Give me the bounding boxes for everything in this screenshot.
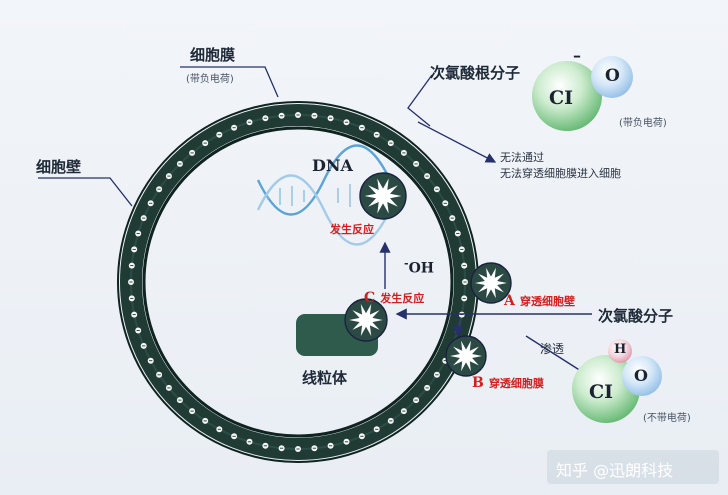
note-line-2: 无法穿透细胞膜进入细胞 — [500, 167, 621, 180]
note-line-1: 无法通过 — [500, 151, 544, 164]
step-b-letter: B — [472, 375, 484, 391]
step-b-text: 穿透细胞膜 — [488, 377, 544, 390]
watermark: 知乎 @迅朗科技 — [556, 461, 674, 480]
step-a-letter: A — [504, 293, 515, 309]
negative-charge-dots — [128, 112, 468, 452]
hypochlorite-ion-label: 次氯酸根分子 — [430, 64, 521, 82]
leader-lines — [38, 66, 433, 207]
hydroxide-sup: - — [404, 257, 409, 270]
membrane-charge-label: (带负电荷) — [186, 74, 234, 85]
step-a-label: A 穿透细胞壁 — [504, 290, 575, 309]
step-b-label: B 穿透细胞膜 — [472, 372, 544, 391]
wall-label: 细胞壁 — [36, 158, 82, 176]
reaction-c-label: C 发生反应 — [364, 287, 424, 306]
ion-minus-sign: – — [573, 46, 581, 65]
membrane-label: 细胞膜 — [190, 46, 236, 64]
burst-dna — [359, 172, 407, 220]
ion-cl-text: CI — [549, 87, 574, 109]
cell-membrane — [142, 126, 454, 438]
ion-charge-label: (带负电荷) — [619, 118, 667, 129]
acid-o-text: O — [634, 366, 648, 385]
acid-h-text: H — [614, 342, 627, 357]
ion-o-text: O — [605, 66, 620, 86]
hydroxide-label: -OH — [404, 257, 434, 277]
mitochondria-label: 线粒体 — [302, 369, 348, 387]
step-a-text: 穿透细胞壁 — [519, 295, 575, 308]
blocked-arrow — [417, 121, 497, 163]
cell-wall — [117, 101, 479, 463]
burst-b — [445, 335, 487, 377]
permeate-label: 渗透 — [540, 342, 565, 356]
dna-label: DNA — [312, 156, 353, 175]
reaction-c-letter: C — [364, 290, 376, 306]
hypochlorous-acid-label: 次氯酸分子 — [598, 307, 674, 325]
hypochlorite-ion-molecule — [532, 56, 633, 131]
burst-c — [344, 298, 388, 342]
watermark-backdrop — [547, 450, 719, 484]
reaction-bursts — [344, 172, 512, 377]
hypochlorous-acid-molecule — [572, 339, 662, 423]
acid-charge-label: (不带电荷) — [643, 413, 691, 424]
dna-reaction-label: 发生反应 — [330, 223, 374, 236]
acid-cl-text: CI — [589, 381, 614, 403]
reaction-c-text: 发生反应 — [380, 292, 425, 305]
hydroxide-text: OH — [408, 260, 435, 277]
burst-a — [470, 262, 512, 304]
